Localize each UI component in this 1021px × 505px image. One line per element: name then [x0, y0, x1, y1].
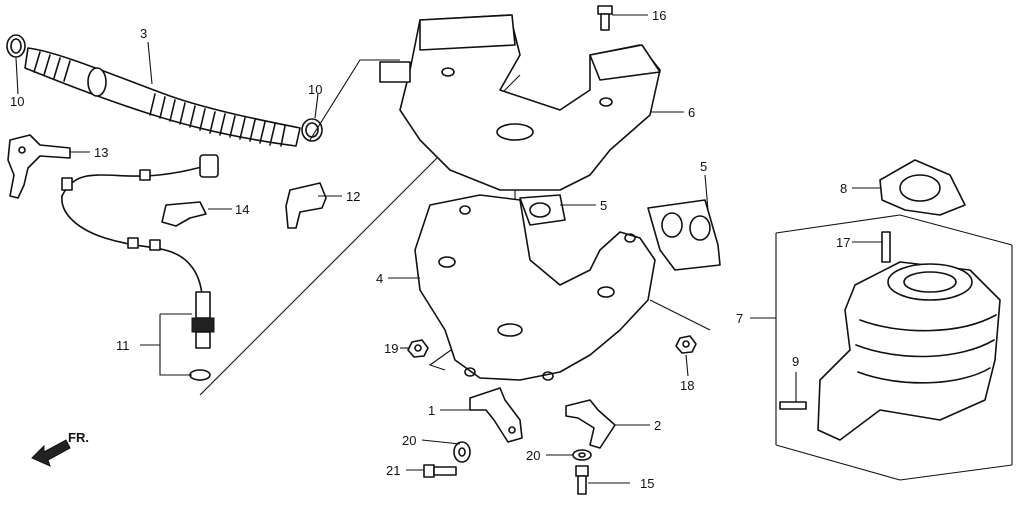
callout-5-side: 5	[700, 159, 707, 174]
callout-8: 8	[840, 181, 847, 196]
bolt-15-part[interactable]	[575, 465, 589, 495]
bracket-13-part[interactable]	[7, 134, 71, 199]
bracket-12-part[interactable]	[285, 182, 327, 229]
bolt-21-part[interactable]	[423, 464, 457, 478]
nut-19-part[interactable]	[407, 339, 429, 358]
hose-corrugations	[33, 51, 286, 147]
callout-15: 15	[640, 476, 654, 491]
callout-6: 6	[688, 105, 695, 120]
catalytic-converter-frame	[775, 214, 1013, 481]
flex-hose-part[interactable]	[24, 47, 301, 147]
stud-9-part[interactable]	[779, 401, 807, 410]
callout-5-upper: 5	[600, 198, 607, 213]
manifold-gasket-side[interactable]	[647, 199, 721, 271]
callout-10-left: 10	[10, 94, 24, 109]
callout-11: 11	[116, 338, 130, 353]
callout-9: 9	[792, 354, 799, 369]
callout-19: 19	[384, 341, 398, 356]
front-direction-arrow: FR.	[31, 430, 89, 467]
stud-17-part[interactable]	[881, 231, 891, 263]
washer-20-left[interactable]	[453, 441, 471, 463]
converter-gasket-8-part[interactable]	[879, 159, 966, 216]
front-direction-label: FR.	[68, 430, 89, 445]
stay-2-part[interactable]	[565, 399, 616, 449]
callout-numbers: 3 10 10 13 14 12 11 16 6 5 5 4 19 18 1 2…	[10, 8, 850, 491]
callout-20-left: 20	[402, 433, 416, 448]
callout-leaders	[15, 14, 882, 484]
callout-7: 7	[736, 311, 743, 326]
callout-14: 14	[235, 202, 249, 217]
callout-18: 18	[680, 378, 694, 393]
callout-1: 1	[428, 403, 435, 418]
nut-18-part[interactable]	[675, 335, 697, 354]
callout-3: 3	[140, 26, 147, 41]
callout-13: 13	[94, 145, 108, 160]
callout-2: 2	[654, 418, 661, 433]
callout-21: 21	[386, 463, 400, 478]
hose-clamp-left[interactable]	[6, 34, 26, 58]
exhaust-manifold-part[interactable]	[414, 194, 656, 381]
bracket-14-part[interactable]	[161, 201, 207, 227]
manifold-gasket-upper[interactable]	[519, 194, 566, 226]
hose-clamp-right[interactable]	[301, 118, 323, 142]
bolt-16-part[interactable]	[597, 5, 613, 31]
callout-16: 16	[652, 8, 666, 23]
callout-20-right: 20	[526, 448, 540, 463]
washer-20-right[interactable]	[572, 449, 592, 461]
oxygen-sensor-part[interactable]	[61, 154, 219, 381]
callout-17: 17	[836, 235, 850, 250]
callout-4: 4	[376, 271, 383, 286]
stay-1-part[interactable]	[469, 387, 523, 443]
upper-heat-shield-part[interactable]	[379, 14, 661, 191]
callout-12: 12	[346, 189, 360, 204]
catalytic-converter-part[interactable]	[817, 261, 1001, 441]
callout-10-right: 10	[308, 82, 322, 97]
